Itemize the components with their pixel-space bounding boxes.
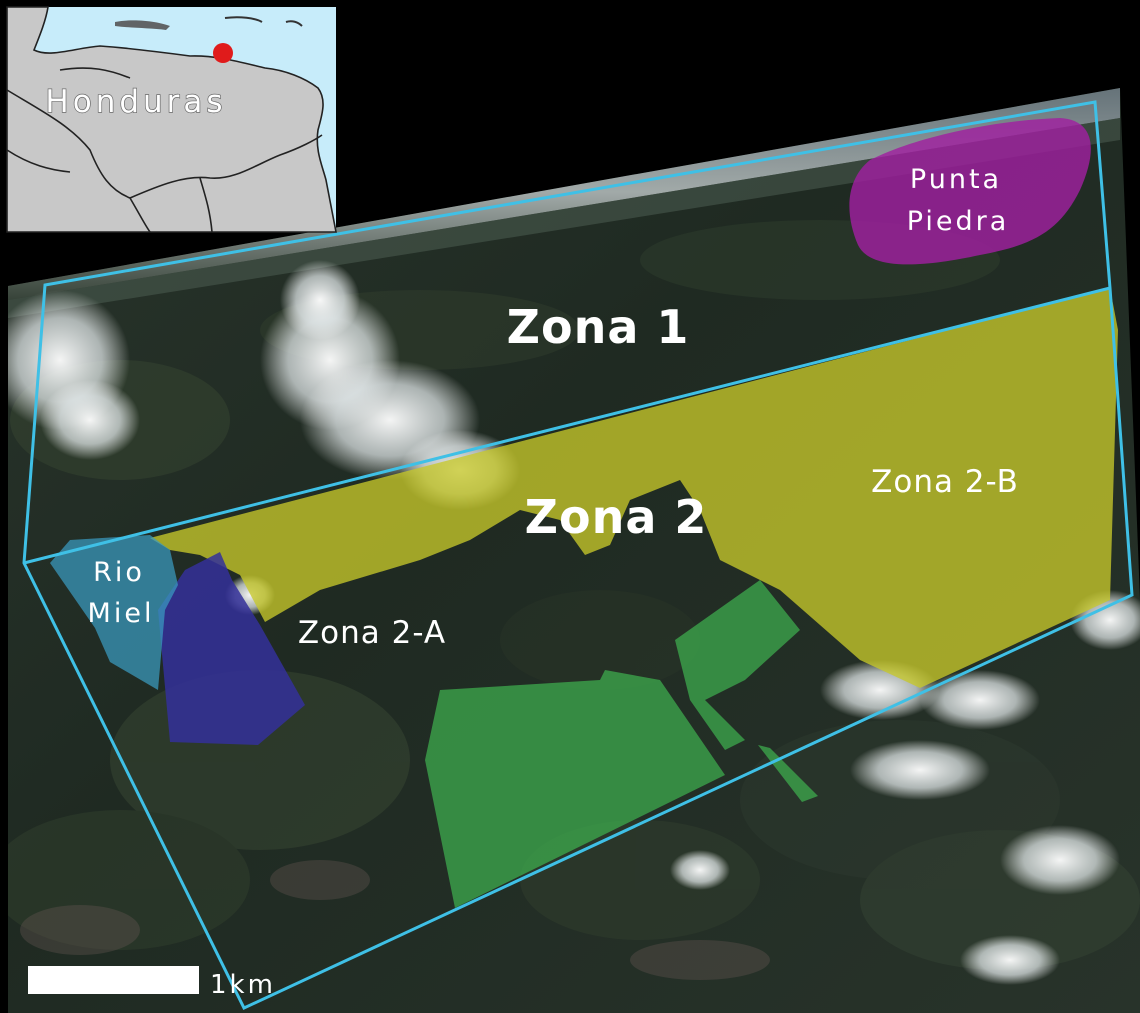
green-parcels (425, 580, 818, 908)
rio-miel-label-line1: Rio (93, 557, 145, 588)
green-parcel-upper[interactable] (675, 580, 800, 750)
punta-piedra-area[interactable] (849, 118, 1091, 265)
scale-bar-label: 1km (210, 970, 276, 1000)
zona-2b-label: Zona 2-B (871, 464, 1019, 500)
punta-piedra-label-line2: Piedra (907, 206, 1010, 237)
inset-locator-map: Honduras (6, 6, 337, 233)
rio-miel-label-line2: Miel (88, 598, 155, 629)
scale-bar-graphic (28, 966, 199, 994)
zona-2-label: Zona 2 (525, 490, 708, 544)
inset-country-label: Honduras (45, 84, 226, 120)
zona-2a-label: Zona 2-A (298, 615, 446, 651)
zone-divider-line (23, 286, 1111, 565)
zona-2-area[interactable] (150, 288, 1118, 688)
green-parcel-strip[interactable] (758, 745, 818, 802)
study-area-outline (22, 100, 1134, 1010)
purple-parcel[interactable] (158, 552, 305, 745)
scale-bar: 1km (28, 966, 276, 1000)
punta-piedra-label-line1: Punta (910, 164, 1002, 195)
cloud-cover (8, 260, 1140, 985)
location-marker-icon (213, 43, 233, 63)
rio-miel-area[interactable] (50, 535, 178, 690)
green-parcel-large[interactable] (425, 670, 725, 908)
zona-1-label: Zona 1 (507, 300, 690, 354)
